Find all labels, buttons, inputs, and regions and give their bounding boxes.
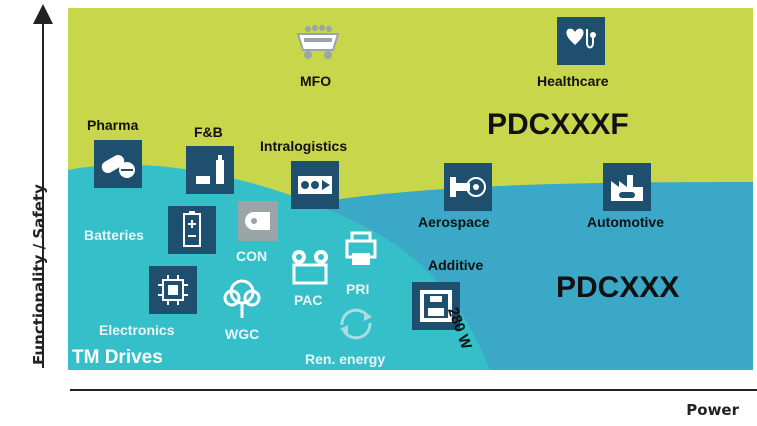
chip-icon [149, 266, 197, 319]
healthcare-label: Healthcare [537, 73, 609, 89]
intralogistics-label: Intralogistics [260, 138, 348, 154]
ren-energy-label: Ren. energy [305, 351, 386, 367]
pills-icon [94, 140, 142, 193]
pac-label: PAC [294, 292, 323, 308]
con-label: CON [236, 248, 268, 264]
conveyor-icon [291, 161, 339, 214]
recycle-icon [334, 303, 378, 348]
automotive-label: Automotive [587, 214, 664, 230]
3d-printer-icon [412, 282, 460, 335]
mfo-label: MFO [300, 73, 332, 89]
car-factory-icon [603, 163, 651, 216]
pri-label: PRI [346, 281, 370, 297]
batteries-label: Batteries [84, 227, 144, 243]
fnb-label: F&B [194, 124, 223, 140]
tm-region-label: TM Drives [72, 347, 163, 368]
printer-icon [341, 229, 381, 274]
upper-region-label: PDCXXXF [487, 108, 629, 141]
heart-stethoscope-icon [557, 17, 605, 70]
x-axis-label: Power [686, 401, 739, 419]
mine-cart-icon [294, 22, 342, 67]
lower-region-label: PDCXXX [556, 271, 680, 304]
roll-icon [238, 201, 278, 246]
electronics-label: Electronics [99, 322, 175, 338]
additive-label: Additive [428, 257, 484, 273]
food-bottle-icon [186, 146, 234, 199]
y-axis-label: Functionality / Safety [30, 184, 48, 365]
tree-icon [219, 276, 265, 327]
pharma-label: Pharma [87, 117, 139, 133]
aerospace-label: Aerospace [418, 214, 490, 230]
battery-icon [168, 206, 216, 259]
turbine-icon [444, 163, 492, 216]
packaging-icon [288, 247, 332, 292]
wgc-label: WGC [225, 326, 260, 342]
